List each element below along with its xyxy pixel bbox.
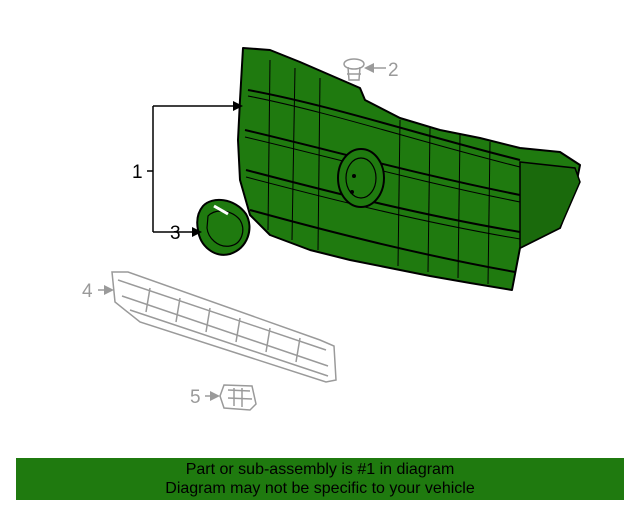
- grille-assembly[interactable]: [237, 47, 581, 291]
- callout-3: 3: [170, 223, 181, 244]
- callout-2: 2: [388, 60, 399, 81]
- lower-insert[interactable]: [219, 384, 257, 411]
- leader-line-4: [98, 285, 114, 295]
- callout-4: 4: [82, 281, 93, 302]
- leader-line-2: [364, 63, 386, 73]
- leader-line-5: [205, 391, 220, 401]
- callout-5: 5: [190, 387, 201, 408]
- info-banner: Part or sub-assembly is #1 in diagram Di…: [16, 458, 624, 500]
- banner-line-1: Part or sub-assembly is #1 in diagram: [185, 461, 455, 478]
- push-clip[interactable]: [343, 58, 365, 81]
- lower-grille[interactable]: [111, 271, 337, 383]
- arrow-head-1: [233, 101, 243, 111]
- arrow-head-3: [192, 227, 202, 237]
- banner-line-2: Diagram may not be specific to your vehi…: [165, 480, 475, 497]
- leader-line-1: [147, 105, 234, 233]
- emblem-insert[interactable]: [196, 198, 251, 256]
- callout-1: 1: [132, 162, 143, 183]
